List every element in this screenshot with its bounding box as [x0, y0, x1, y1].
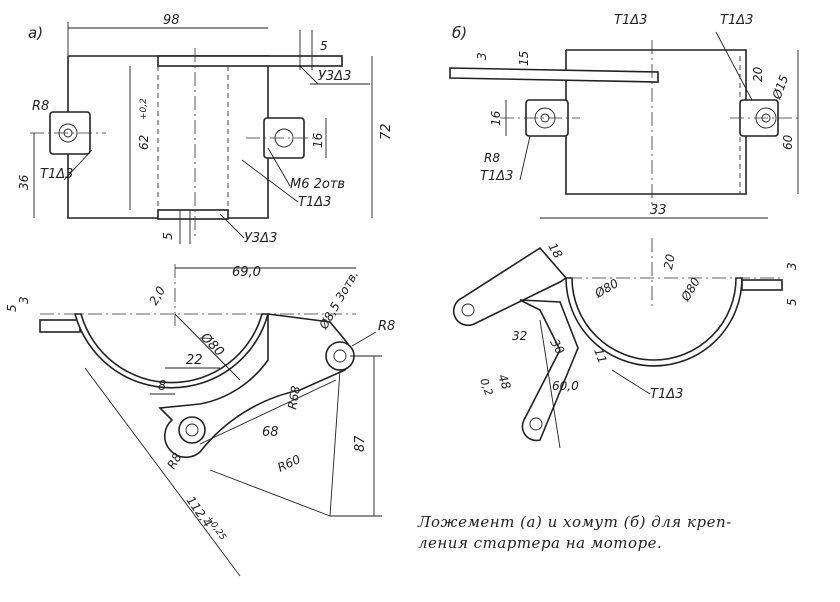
weld-t1-right: Т1Δ3	[298, 195, 331, 210]
dim-68: 68	[262, 425, 279, 440]
dim-20-bl: 20	[661, 253, 678, 271]
dim-18-b: 18	[545, 241, 565, 262]
dim-3: 3	[17, 296, 31, 304]
dim-15-b: 15	[517, 51, 531, 66]
dim-5: 5	[5, 304, 19, 312]
dim-60-bl: 60,0	[552, 379, 579, 393]
weld-t1-left: Т1Δ3	[40, 167, 73, 182]
figure-caption: Ложемент (а) и хомут (б) для креп- ления…	[418, 512, 818, 554]
dim-62: 62	[137, 135, 151, 150]
dim-33-b: 33	[650, 203, 667, 218]
weld-u3-top: У3Δ3	[318, 69, 351, 84]
dim-5-bottom: 5	[161, 232, 175, 240]
dim-87: 87	[353, 435, 368, 452]
dim-36: 36	[17, 174, 31, 190]
lower-arm	[519, 299, 579, 442]
dim-5-top: 5	[320, 39, 328, 53]
clamp-ring	[565, 277, 743, 367]
view-a-label: а)	[28, 24, 43, 42]
cradle	[73, 313, 270, 389]
dim-20-b: 20	[751, 66, 765, 82]
upper-arm	[452, 246, 568, 327]
diam-80b: Ø80	[678, 275, 703, 305]
r8-label: R8	[32, 99, 49, 114]
view-b-label: б)	[452, 24, 467, 42]
dim-02-b: 0,2	[477, 377, 495, 398]
dim-32-b: 32	[512, 329, 527, 343]
caption-line-1: Ложемент (а) и хомут (б) для креп-	[418, 513, 732, 531]
weld-t1-top: Т1Δ3	[614, 13, 647, 28]
caption-line-2: ления стартера на моторе.	[418, 534, 663, 552]
dim-112-tol: +0,25	[204, 514, 228, 543]
weld-label-b: R8	[484, 151, 500, 165]
dim-16-b: 16	[489, 110, 503, 126]
dim-98: 98	[163, 13, 180, 28]
dim-16: 16	[311, 132, 325, 148]
view-a-lower: 69,0 5 3 2,0 Ø80 22 8 Ø8,5 3отв. R8 R68 …	[5, 264, 395, 577]
weld-t1-bl: Т1Δ3	[650, 387, 683, 402]
bottom-flange	[157, 209, 229, 220]
top-flange	[157, 55, 343, 67]
dim-5-bl: 5	[785, 298, 799, 306]
thread-note: М6 2отв	[290, 177, 345, 192]
diam-15-b: Ø15	[769, 73, 791, 102]
r8-right: R8	[378, 319, 395, 334]
view-b-lower: 18 20 3 5 Ø80 Ø80 32 30 11 48 0,2 60,0 Т…	[452, 238, 799, 449]
dim-22: 22	[186, 353, 203, 368]
dim-72: 72	[379, 123, 394, 140]
dim-48-b: 48	[495, 372, 514, 391]
weld-t1-right-b: Т1Δ3	[720, 13, 753, 28]
dim-2: 2,0	[146, 284, 168, 308]
weld-u3-bottom: У3Δ3	[244, 231, 277, 246]
dim-11-b: 11	[591, 346, 609, 365]
dim-8: 8	[158, 379, 166, 394]
strap	[449, 67, 659, 83]
dim-3-bl: 3	[785, 262, 799, 270]
right-tab	[741, 279, 783, 291]
rod	[39, 319, 81, 333]
dim-60-b: 60	[781, 134, 795, 150]
hole-note: Ø8,5 3отв.	[316, 268, 361, 332]
dim-69: 69,0	[232, 265, 261, 280]
view-a-top: а) 98 5 У3Δ3 72 62 +0,2 16	[17, 13, 394, 246]
r60: R60	[275, 452, 303, 475]
dim-30-b: 30	[547, 337, 567, 358]
r68: R68	[285, 384, 303, 410]
diam-80a: Ø80	[592, 276, 622, 301]
dim-3-b: 3	[475, 52, 489, 60]
view-b-top: б) Т1Δ3 Т1Δ3 3 15 20 Ø15 16 60 R8 Т1Δ3 3…	[449, 13, 800, 219]
dim-62-tol: +0,2	[139, 98, 149, 120]
weld-t1-left-b: Т1Δ3	[480, 169, 513, 184]
